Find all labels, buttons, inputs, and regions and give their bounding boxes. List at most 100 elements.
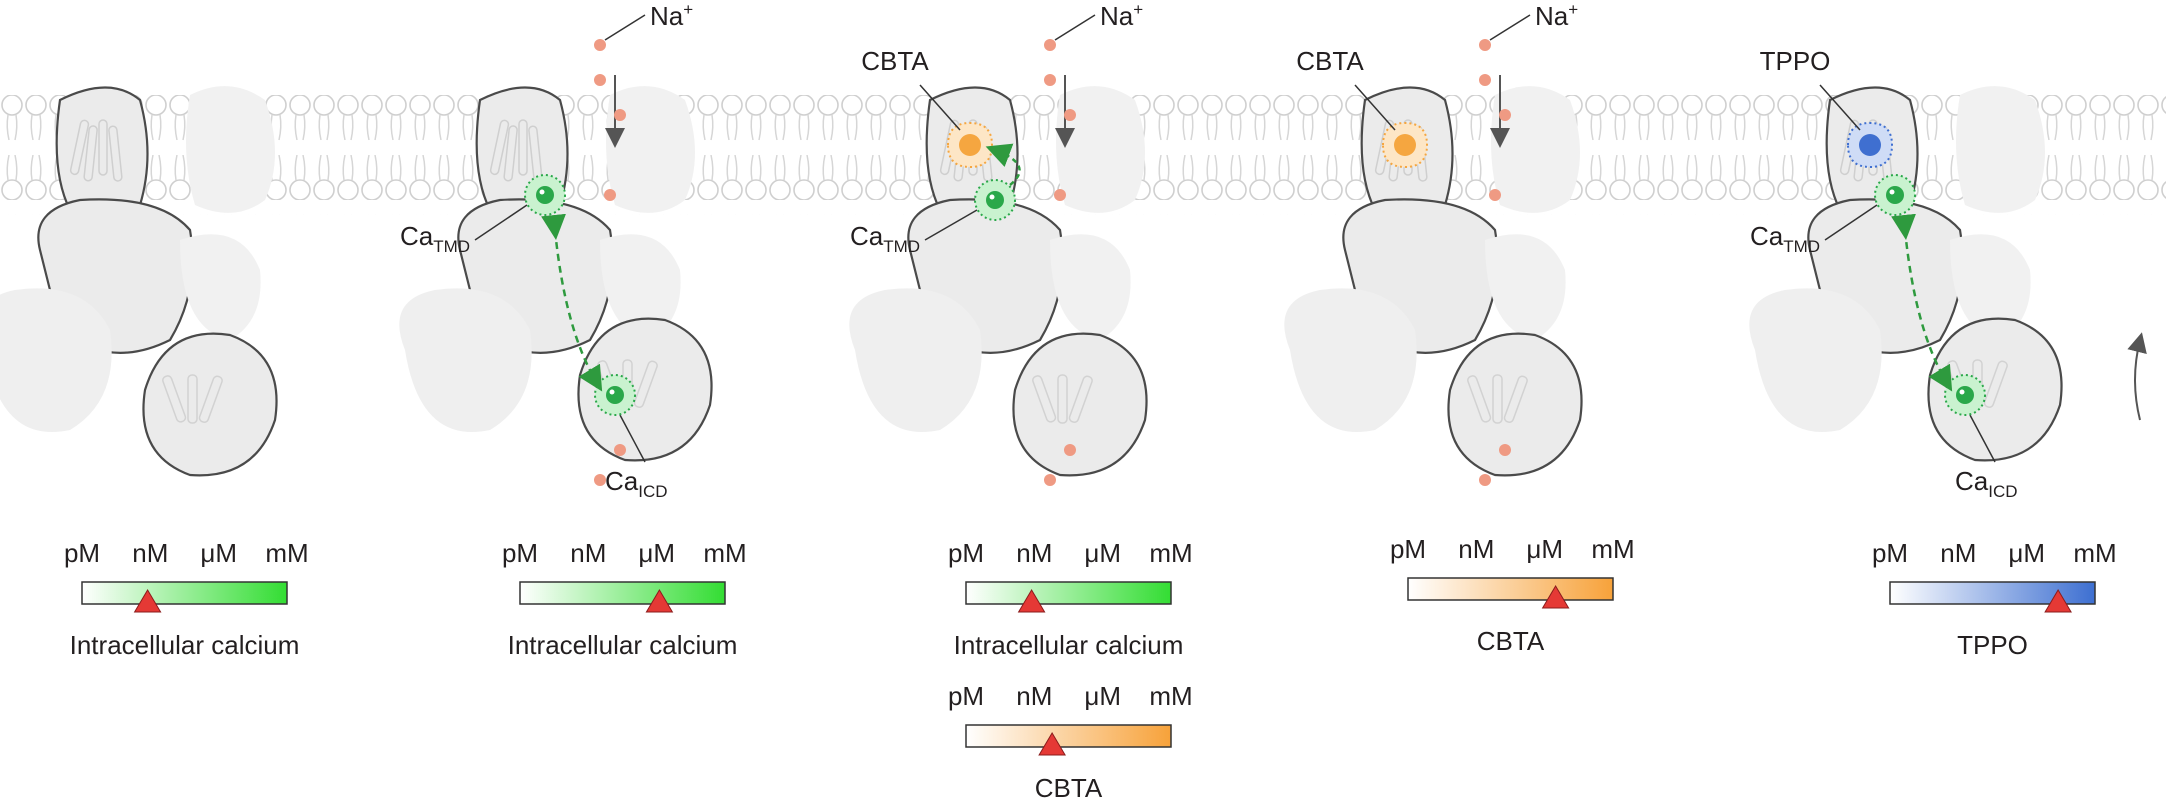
tmd-domain-right (606, 86, 695, 213)
icd-domain (1447, 332, 1583, 477)
rotation-arrow-icon (2127, 332, 2147, 421)
leader-line (1354, 84, 1396, 131)
helix (198, 375, 223, 423)
scale-tick-label: μM (1526, 534, 1563, 564)
ligand-label: CBTA (861, 46, 929, 76)
scale-tick-label: μM (1084, 681, 1121, 711)
scale-tick-label: μM (200, 538, 237, 568)
leader-line (1054, 14, 1096, 41)
scale-tick-label: mM (703, 538, 746, 568)
icd-domain (142, 332, 278, 477)
concentration-scale-bar (1889, 581, 2096, 605)
calcium-core (606, 386, 624, 404)
sodium-ion-icon (1479, 74, 1491, 86)
coupling-arrow (1891, 213, 1953, 392)
icd-domain (577, 317, 713, 462)
scale-tick-label: nM (1458, 534, 1494, 564)
scale-tick-label: nM (1016, 538, 1052, 568)
sodium-ion-icon (1499, 109, 1511, 121)
leader-line (1824, 204, 1878, 241)
coupling-arrow (985, 143, 1021, 186)
scale-tick-label: mM (265, 538, 308, 568)
sodium-ion-icon (1044, 39, 1056, 51)
concentration-scale-bar (965, 581, 1172, 605)
calcium-core (536, 186, 554, 204)
mhr-domain-left (399, 288, 532, 433)
sodium-ion-icon (614, 109, 626, 121)
concentration-scale-bar (81, 581, 288, 605)
sodium-ion-icon (1054, 189, 1066, 201)
helix (633, 360, 658, 408)
concentration-marker-icon (645, 589, 674, 613)
sodium-ion-icon (1044, 74, 1056, 86)
tmd-domain-right (1056, 86, 1145, 213)
concentration-marker-icon (2044, 589, 2072, 613)
scale-tick-label: μM (638, 538, 675, 568)
scale-tick-label: pM (502, 538, 538, 568)
leader-line (1819, 84, 1861, 131)
scale-caption: Intracellular calcium (508, 630, 738, 660)
scale-tick-label: nM (1016, 681, 1052, 711)
helix (1492, 374, 1503, 424)
scale-tick-label: nM (570, 538, 606, 568)
scale-caption: Intracellular calcium (70, 630, 300, 660)
sodium-ion-icon (1489, 189, 1501, 201)
calcium-core (1886, 186, 1904, 204)
scale-tick-label: pM (948, 681, 984, 711)
scale-tick-label: mM (1149, 538, 1192, 568)
helix (503, 125, 518, 182)
calcium-highlight (1889, 189, 1895, 195)
icd-domain (1012, 332, 1148, 477)
tppo-molecule-icon (1859, 134, 1881, 156)
concentration-scale-bar (965, 724, 1172, 748)
ligand-label: CBTA (1296, 46, 1364, 76)
sodium-ion-icon (604, 189, 616, 201)
leader-line (604, 14, 646, 41)
calcium-site-label: CaICD (1955, 466, 2018, 501)
helix (1467, 375, 1492, 423)
scale-tick-label: pM (64, 538, 100, 568)
helix (83, 125, 98, 182)
helix (162, 375, 187, 423)
calcium-site-label: CaICD (605, 466, 668, 501)
coupling-domain-right (1950, 234, 2031, 340)
cbta-molecule-icon (959, 134, 981, 156)
scale-tick-label: pM (1872, 538, 1908, 568)
calcium-site-label: CaTMD (1750, 221, 1820, 256)
sodium-ion-icon (594, 474, 606, 486)
scale-caption: Intracellular calcium (954, 630, 1184, 660)
coupling-domain-right (180, 234, 261, 340)
scale-caption: TPPO (1957, 630, 2028, 660)
calcium-core (1956, 386, 1974, 404)
calcium-highlight (1959, 389, 1965, 395)
tmd-domain-right (1956, 86, 2045, 213)
concentration-scale-bar (519, 581, 726, 605)
sodium-ion-icon (1479, 474, 1491, 486)
sodium-label: Na+ (1100, 0, 1143, 31)
scale-tick-label: μM (1084, 538, 1121, 568)
calcium-highlight (989, 194, 995, 200)
coupling-arrow (541, 213, 603, 392)
calcium-highlight (539, 189, 545, 195)
scale-tick-label: nM (1940, 538, 1976, 568)
leader-line (1489, 14, 1531, 41)
calcium-core (986, 191, 1004, 209)
concentration-marker-icon (133, 589, 162, 613)
helix (69, 119, 90, 176)
scale-tick-label: μM (2008, 538, 2045, 568)
helix (187, 374, 198, 424)
sodium-label: Na+ (1535, 0, 1578, 31)
concentration-marker-icon (1038, 732, 1066, 756)
calcium-site-label: CaTMD (400, 221, 470, 256)
scale-tick-label: mM (1591, 534, 1634, 564)
helix (489, 119, 510, 176)
scale-tick-label: mM (1149, 681, 1192, 711)
sodium-ion-icon (594, 74, 606, 86)
helix (1068, 375, 1093, 423)
sodium-ion-icon (594, 39, 606, 51)
leader-line (474, 204, 528, 241)
sodium-ion-icon (1044, 474, 1056, 486)
